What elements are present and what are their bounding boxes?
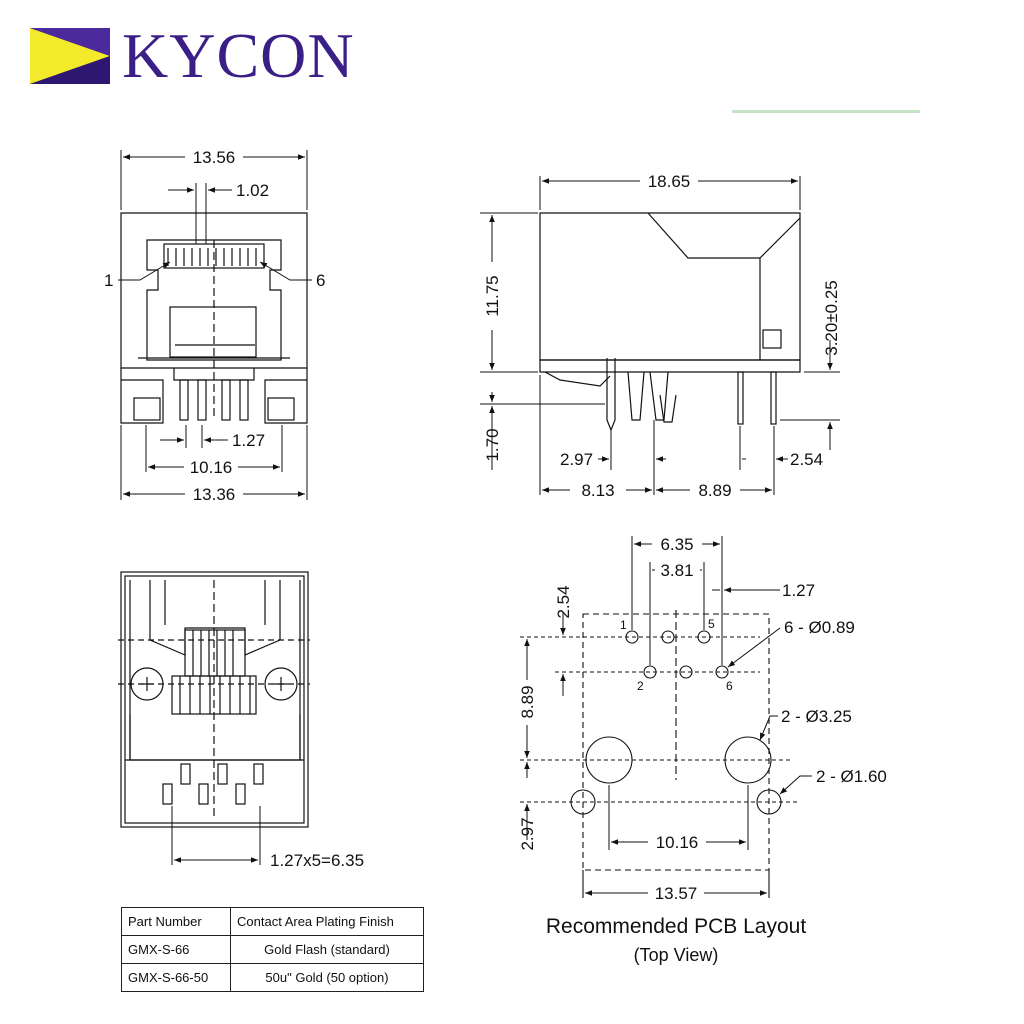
side-height-label: 11.75 (483, 275, 502, 316)
front-pin-pitch-top-label: 1.02 (236, 181, 269, 200)
side-length-label: 18.65 (648, 172, 691, 191)
pcb-width-label: 13.57 (655, 884, 698, 903)
pcb-pin-2-label: 2 (637, 679, 644, 693)
pcb-layout (520, 610, 800, 898)
pcb-pitch-label: 1.27 (782, 581, 815, 600)
table-header-plating-finish: Contact Area Plating Finish (230, 907, 424, 936)
table-cell-part-number: GMX-S-66 (121, 935, 231, 964)
front-pin-1-label: 1 (104, 271, 113, 290)
side-view (539, 212, 801, 432)
front-pin-span-label: 10.16 (190, 458, 233, 477)
pcb-row-offset-label: 2.54 (554, 585, 573, 618)
front-pin-6-label: 6 (316, 271, 325, 290)
side-span-right-label: 8.89 (698, 481, 731, 500)
table-cell-part-number: GMX-S-66-50 (121, 963, 231, 992)
bottom-pin-spacing-label: 1.27x5=6.35 (270, 851, 364, 870)
pcb-large-spacing-label: 10.16 (656, 833, 699, 852)
front-dimensions (118, 150, 312, 500)
pcb-holes-large-label: 2 - Ø3.25 (781, 707, 852, 726)
front-view (120, 212, 308, 424)
pcb-pin-5-label: 5 (708, 617, 715, 631)
pcb-dimensions (524, 536, 812, 896)
table-header-row: Part Number Contact Area Plating Finish (121, 907, 424, 936)
bottom-view (118, 571, 310, 828)
pcb-pin-6-label: 6 (726, 679, 733, 693)
logo-wordmark: KYCON (122, 20, 355, 91)
part-number-table: Part Number Contact Area Plating Finish … (121, 907, 424, 992)
kycon-logo: KYCON (30, 20, 354, 91)
pcb-span-inner-label: 3.81 (660, 561, 693, 580)
table-header-part-number: Part Number (121, 907, 231, 936)
pcb-pin-1-label: 1 (620, 618, 627, 632)
side-dimensions (480, 176, 840, 495)
table-row: GMX-S-66 Gold Flash (standard) (121, 935, 424, 964)
front-top-width-label: 13.56 (193, 148, 236, 167)
table-cell-plating-finish: Gold Flash (standard) (230, 935, 424, 964)
logo-mark-icon (30, 28, 110, 84)
side-lead-pitch-label: 2.54 (790, 450, 823, 469)
pcb-holes-mid-label: 2 - Ø1.60 (816, 767, 887, 786)
pcb-bottom-offset-label: 2.97 (518, 817, 537, 850)
front-pin-pitch-label: 1.27 (232, 431, 265, 450)
pcb-holes-small-label: 6 - Ø0.89 (784, 618, 855, 637)
table-cell-plating-finish: 50u" Gold (50 option) (230, 963, 424, 992)
bottom-dimensions (171, 806, 261, 865)
side-offset-tolerance-label: 3.20±0.25 (822, 280, 841, 356)
pcb-caption-subtitle: (Top View) (634, 945, 719, 965)
side-pin-offset-label: 2.97 (560, 450, 593, 469)
side-lead-height-label: 1.70 (483, 428, 502, 461)
pcb-span-top-label: 6.35 (660, 535, 693, 554)
header-rule (732, 110, 920, 113)
pcb-caption-title: Recommended PCB Layout (546, 915, 806, 938)
table-row: GMX-S-66-50 50u" Gold (50 option) (121, 963, 424, 992)
pcb-vertical-label: 8.89 (518, 685, 537, 718)
front-bottom-width-label: 13.36 (193, 485, 236, 504)
side-span-left-label: 8.13 (581, 481, 614, 500)
